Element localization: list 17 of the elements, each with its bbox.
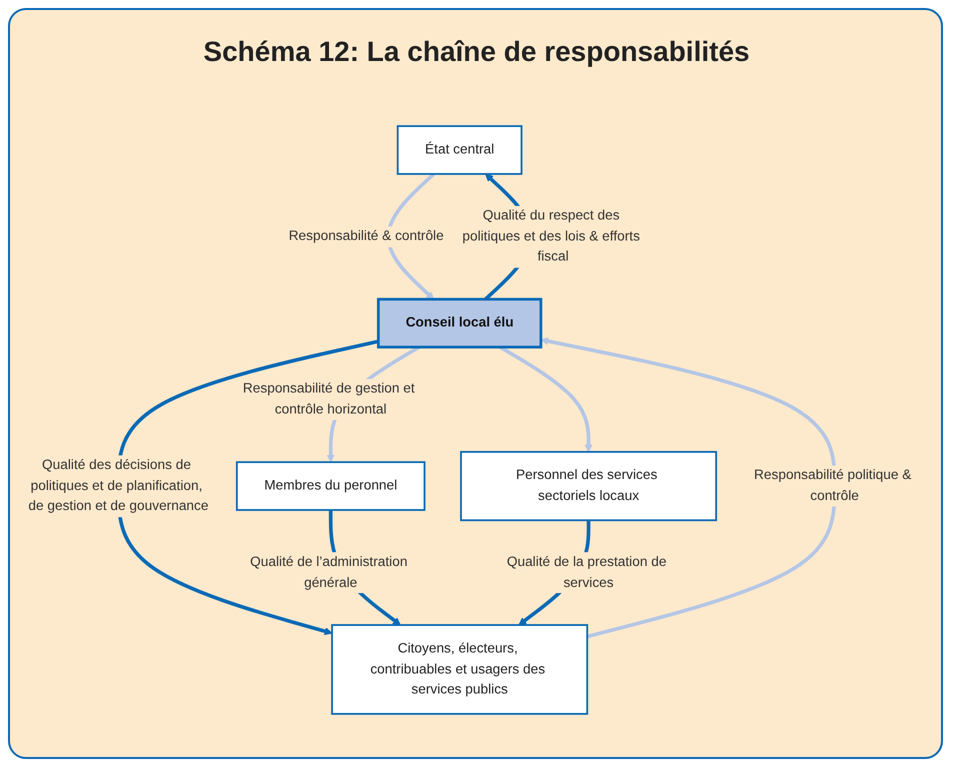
edge-label: Qualité des décisions de politiques et de planification, de gestion et de gouvernance xyxy=(28,457,208,514)
node-box: Conseil local élu xyxy=(376,298,542,348)
edge-label: Qualité du respect des politiques et des lois & efforts fiscal xyxy=(462,208,640,264)
edge-label: Qualité de l’administration générale xyxy=(250,554,408,590)
arrow xyxy=(499,346,593,452)
edge-label: Responsabilité de gestion et contrôle horizontal xyxy=(242,380,415,417)
arrow xyxy=(116,340,379,636)
arrow xyxy=(540,337,836,638)
node-box: Personnel des services sectoriels locaux xyxy=(460,450,718,522)
arrow xyxy=(386,172,436,300)
edge-label: Responsabilité politique & contrôle xyxy=(754,467,912,504)
node-box: Citoyens, électeurs, contribuables et usagers des services publics xyxy=(331,624,588,715)
node-box: État central xyxy=(396,125,522,175)
edge-label: Qualité de la prestation de services xyxy=(506,554,666,590)
title: Schéma 12: La chaîne de responsabilités xyxy=(202,36,751,68)
node-box: Membres du peronnel xyxy=(236,461,426,511)
edge-label: Responsabilité & contrôle xyxy=(288,228,444,244)
